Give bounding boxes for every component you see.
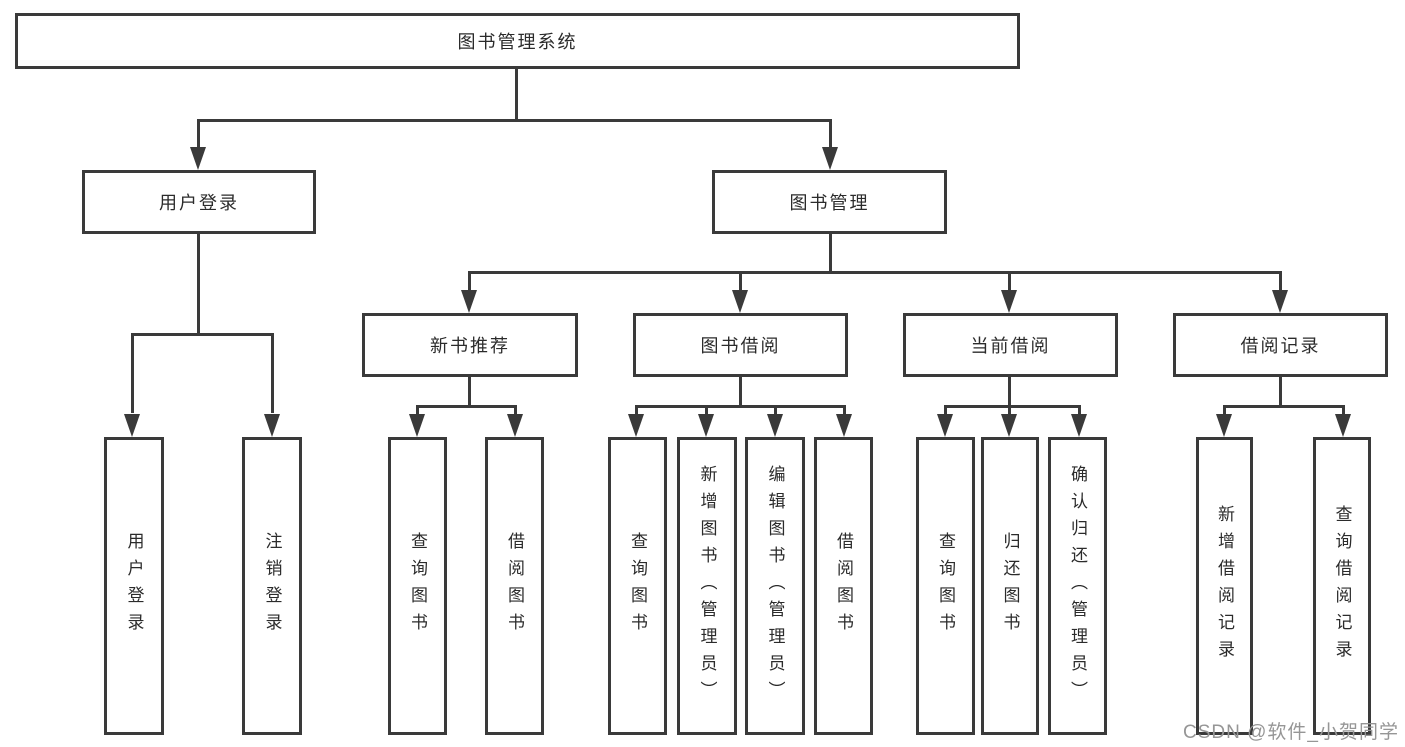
leaf-label: 用户登录 (124, 532, 144, 640)
connector-line (416, 405, 419, 416)
connector-line (515, 68, 518, 122)
node-root: 图书管理系统 (15, 13, 1020, 69)
arrowhead-down (1335, 414, 1351, 437)
connector-line (197, 119, 832, 122)
connector-line (1008, 405, 1011, 416)
leaf-label: 查询图书 (408, 532, 427, 640)
leaf-add-borrow-record: 新增借阅记录 (1196, 437, 1253, 735)
leaf-logout: 注销登录 (242, 437, 302, 735)
leaf-label: 借阅图书 (834, 532, 853, 640)
arrowhead-down (767, 414, 783, 437)
connector-line (635, 405, 638, 416)
connector-line (1279, 377, 1282, 408)
node-label: 当前借阅 (970, 336, 1051, 356)
leaf-label: 借阅图书 (505, 532, 524, 640)
arrowhead-down (190, 147, 206, 170)
connector-line (416, 405, 517, 408)
node-label: 新书推荐 (430, 336, 510, 356)
connector-line (944, 405, 1081, 408)
arrowhead-down (698, 414, 714, 437)
node-label: 图书借阅 (700, 336, 781, 356)
node-root-label: 图书管理系统 (457, 32, 578, 52)
leaf-borrow-books: 借阅图书 (814, 437, 873, 735)
connector-line (1342, 405, 1345, 416)
connector-line (468, 377, 471, 408)
leaf-edit-book-admin: 编辑图书（管理员） (745, 437, 805, 735)
connector-line (843, 405, 846, 416)
arrowhead-down (409, 414, 425, 437)
connector-line (1279, 271, 1282, 292)
leaf-label: 新增借阅记录 (1215, 505, 1234, 667)
leaf-label: 编辑图书（管理员） (765, 464, 785, 708)
node-user-login: 用户登录 (82, 170, 316, 234)
connector-line (1223, 405, 1226, 416)
connector-line (197, 234, 200, 335)
arrowhead-down (822, 147, 838, 170)
arrowhead-down (1001, 414, 1017, 437)
connector-line (774, 405, 777, 416)
leaf-recommend-borrow-books: 借阅图书 (485, 437, 544, 735)
node-book-management: 图书管理 (712, 170, 947, 234)
arrowhead-down (1001, 290, 1017, 313)
leaf-label: 注销登录 (262, 532, 282, 640)
csdn-watermark: CSDN @软件_小贺同学 (1183, 722, 1399, 743)
leaf-confirm-return-admin: 确认归还（管理员） (1048, 437, 1107, 735)
connector-line (944, 405, 947, 416)
connector-line (468, 271, 471, 292)
arrowhead-down (507, 414, 523, 437)
leaf-add-book-admin: 新增图书（管理员） (677, 437, 737, 735)
connector-line (131, 333, 134, 413)
leaf-current-query-books: 查询图书 (916, 437, 975, 735)
arrowhead-down (836, 414, 852, 437)
connector-line (271, 333, 274, 413)
arrowhead-down (732, 290, 748, 313)
node-borrow-records: 借阅记录 (1173, 313, 1388, 377)
arrowhead-down (1272, 290, 1288, 313)
leaf-label: 归还图书 (1000, 532, 1020, 640)
node-label: 用户登录 (159, 193, 239, 213)
leaf-label: 新增图书（管理员） (697, 464, 717, 708)
leaf-label: 查询图书 (936, 532, 955, 640)
node-new-book-recommend: 新书推荐 (362, 313, 578, 377)
node-current-borrow: 当前借阅 (903, 313, 1118, 377)
arrowhead-down (628, 414, 644, 437)
node-book-borrow: 图书借阅 (633, 313, 848, 377)
leaf-label: 确认归还（管理员） (1068, 464, 1087, 708)
arrowhead-down (264, 414, 280, 437)
leaf-borrow-query-books: 查询图书 (608, 437, 667, 735)
connector-line (1223, 405, 1345, 408)
leaf-query-borrow-record: 查询借阅记录 (1313, 437, 1371, 735)
connector-line (635, 405, 846, 408)
leaf-recommend-query-books: 查询图书 (388, 437, 447, 735)
arrowhead-down (461, 290, 477, 313)
connector-line (1078, 405, 1081, 416)
connector-line (705, 405, 708, 416)
leaf-return-books: 归还图书 (981, 437, 1039, 735)
arrowhead-down (124, 414, 140, 437)
leaf-label: 查询图书 (628, 532, 647, 640)
arrowhead-down (1216, 414, 1232, 437)
arrowhead-down (937, 414, 953, 437)
connector-line (131, 333, 274, 336)
leaf-user-login: 用户登录 (104, 437, 164, 735)
node-label: 图书管理 (789, 193, 870, 213)
connector-line (514, 405, 517, 416)
arrowhead-down (1071, 414, 1087, 437)
node-label: 借阅记录 (1240, 336, 1321, 356)
connector-line (1008, 271, 1011, 292)
connector-line (468, 271, 1282, 274)
leaf-label: 查询借阅记录 (1332, 505, 1352, 667)
connector-line (739, 377, 742, 408)
connector-line (1008, 377, 1011, 408)
connector-line (739, 271, 742, 292)
connector-line (829, 119, 832, 149)
connector-line (829, 234, 832, 274)
connector-line (197, 119, 200, 149)
